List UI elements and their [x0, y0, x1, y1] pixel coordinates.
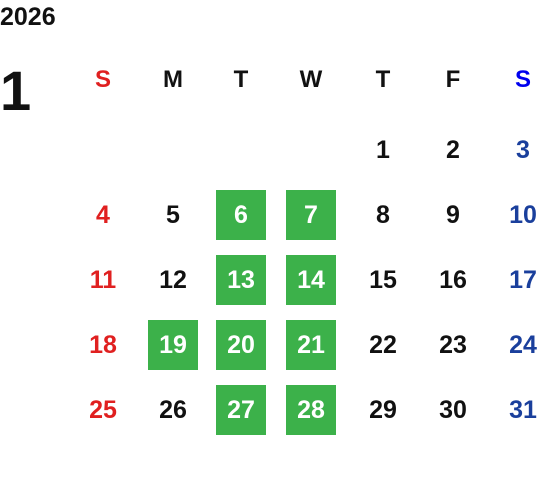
day-cell-highlighted: 7: [286, 190, 336, 240]
day-cell: 30: [439, 395, 467, 424]
day-cell: 25: [89, 395, 117, 424]
day-cell-highlighted: 27: [216, 385, 266, 435]
weekday-header: S: [514, 66, 531, 93]
day-cell: 10: [509, 200, 537, 229]
day-cell-highlighted: 28: [286, 385, 336, 435]
day-cell-highlighted: 21: [286, 320, 336, 370]
day-cell: 16: [439, 265, 467, 294]
weekday-header: S: [94, 66, 111, 93]
day-cell-highlighted: 14: [286, 255, 336, 305]
weekday-header: T: [375, 66, 391, 93]
day-cell: 15: [369, 265, 397, 294]
day-cell-highlighted: 6: [216, 190, 266, 240]
weekday-header: T: [233, 66, 249, 93]
year-label: 2026: [0, 3, 56, 31]
day-cell: 4: [96, 200, 110, 229]
day-cell: 8: [376, 200, 390, 229]
day-cell: 17: [509, 265, 537, 294]
day-cell: 29: [369, 395, 397, 424]
weekday-header: W: [299, 66, 323, 93]
day-cell: 26: [159, 395, 187, 424]
day-cell: 11: [89, 265, 117, 294]
day-cell: 1: [376, 135, 390, 164]
day-cell-highlighted: 19: [148, 320, 198, 370]
day-cell: 5: [166, 200, 180, 229]
weekday-header: M: [163, 66, 183, 93]
day-cell: 9: [446, 200, 460, 229]
day-cell-highlighted: 20: [216, 320, 266, 370]
day-cell: 23: [439, 330, 467, 359]
weekday-header: F: [445, 66, 461, 93]
day-cell: 12: [159, 265, 187, 294]
day-cell: 2: [446, 135, 460, 164]
day-cell: 31: [509, 395, 537, 424]
day-cell: 24: [509, 330, 537, 359]
day-cell-highlighted: 13: [216, 255, 266, 305]
month-number: 1: [0, 59, 32, 122]
day-cell: 3: [516, 135, 530, 164]
day-cell: 22: [369, 330, 397, 359]
day-cell: 18: [89, 330, 117, 359]
